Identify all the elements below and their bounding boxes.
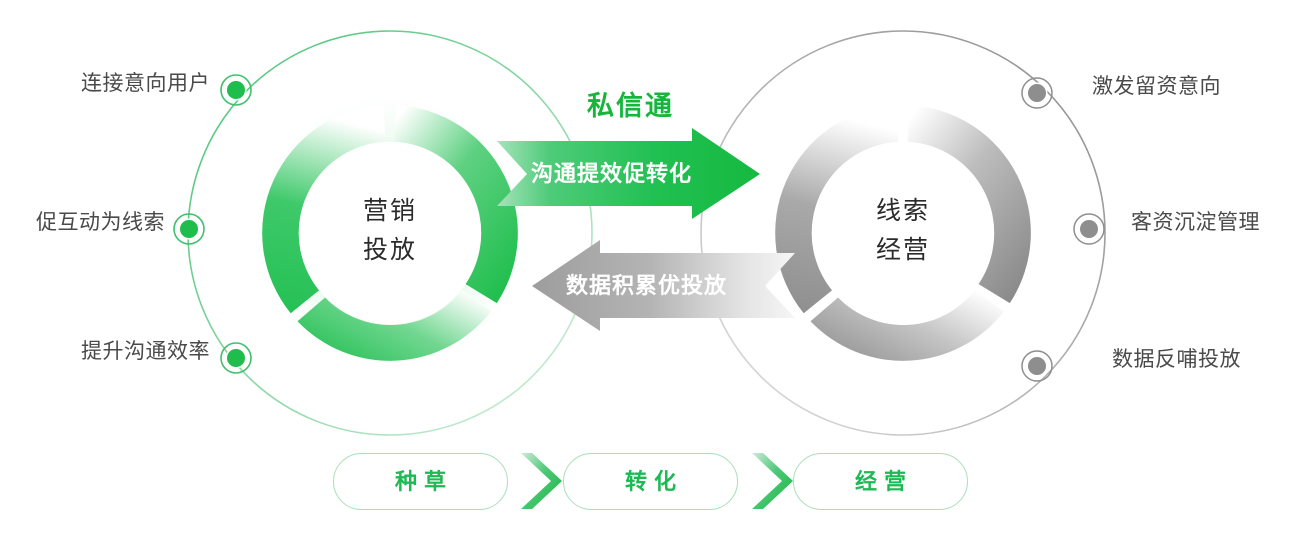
forward-arrow-label: 沟通提效促转化	[531, 161, 693, 186]
right-hub-text: 线索 经营	[823, 192, 983, 270]
left-node-label-2: 促互动为线索	[36, 211, 165, 234]
right-node-label-3: 数据反哺投放	[1112, 348, 1241, 371]
left-node-label-3: 提升沟通效率	[81, 340, 210, 363]
right-hub-line-2: 经营	[875, 235, 930, 264]
right-node-dots	[1021, 77, 1105, 382]
right-node-label-1: 激发留资意向	[1092, 75, 1221, 98]
left-donut-arc-2	[394, 105, 518, 304]
stage-pill-label-3: 经营	[854, 468, 913, 494]
stage-pill-3[interactable]: 经营	[793, 453, 968, 510]
left-donut-arc-3	[297, 290, 491, 361]
chevron-right-icon-2	[752, 453, 793, 509]
right-node-dot-3	[1021, 350, 1053, 382]
right-donut-arc-3	[810, 290, 1004, 361]
right-hub-line-1: 线索	[875, 197, 930, 225]
stage-pill-1[interactable]: 种草	[333, 453, 508, 510]
left-node-dot-3	[220, 342, 252, 374]
left-donut-arc-1	[262, 105, 386, 314]
right-donut	[775, 105, 1031, 361]
feedback-arrow-label: 数据积累优投放	[566, 273, 728, 298]
stage-pill-label-1: 种草	[394, 468, 453, 494]
brand-title: 私信通	[587, 91, 674, 121]
left-hub-text: 营销 投放	[310, 192, 470, 270]
left-hub-line-2: 投放	[362, 235, 417, 264]
left-donut	[262, 105, 518, 361]
right-donut-arc-1	[775, 105, 899, 314]
right-node-dot-2	[1073, 213, 1105, 245]
left-hub-line-1: 营销	[362, 197, 417, 225]
feedback-arrow-shape	[532, 240, 795, 331]
right-node-label-2: 客资沉淀管理	[1131, 211, 1260, 234]
chevron-right-icon-1	[521, 453, 562, 509]
left-node-dot-1	[220, 74, 252, 106]
right-node-dot-1	[1021, 77, 1053, 109]
right-donut-arc-2	[907, 105, 1031, 304]
left-donut-hole	[298, 141, 482, 325]
stage-pill-label-2: 转化	[624, 468, 683, 494]
left-node-label-1: 连接意向用户	[81, 72, 210, 95]
stage-pill-2[interactable]: 转化	[563, 453, 738, 510]
left-node-dot-2	[173, 213, 205, 245]
forward-arrow-shape	[497, 128, 760, 219]
stage-chevrons	[521, 453, 793, 509]
right-donut-hole	[811, 141, 995, 325]
right-orbit-ring	[700, 30, 1106, 436]
left-node-dots	[173, 74, 252, 374]
